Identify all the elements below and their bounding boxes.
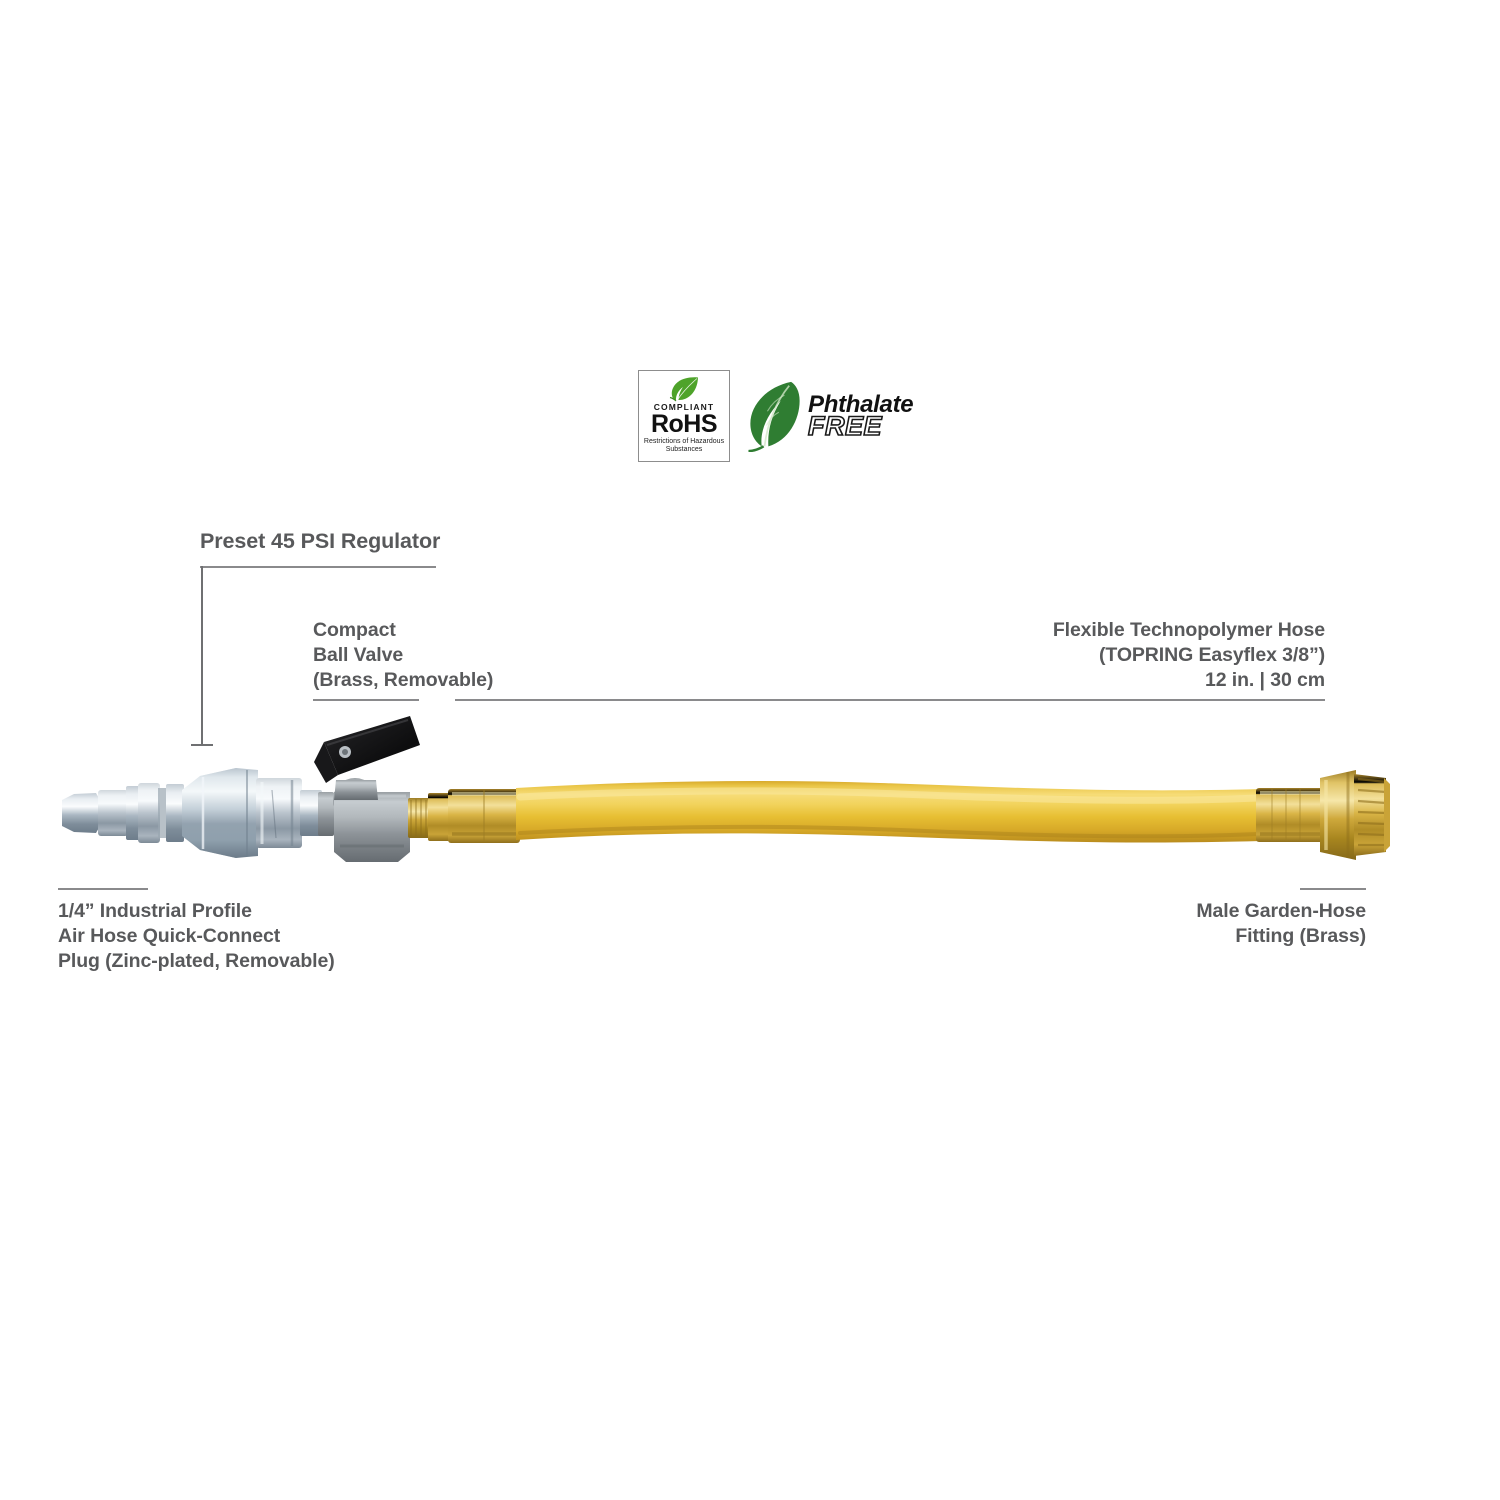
callout-garden-hose-label: Male Garden-Hose Fitting (Brass) <box>1196 900 1366 947</box>
callout-quick-connect-label: 1/4” Industrial Profile Air Hose Quick-C… <box>58 900 335 972</box>
callout-garden-hose-rule <box>1300 888 1366 890</box>
quick-connect-plug <box>62 783 168 843</box>
phthalate-line2: FREE <box>807 410 883 441</box>
rohs-subtitle: Restrictions of Hazardous Substances <box>643 437 725 453</box>
certification-badges: COMPLIANT RoHS Restrictions of Hazardous… <box>638 370 914 462</box>
callout-quick-connect-rule <box>58 888 148 890</box>
ball-valve-lever[interactable] <box>314 716 420 783</box>
leaf-icon <box>669 377 698 402</box>
callout-regulator-leader <box>201 566 203 746</box>
callout-hose-rule <box>455 699 1325 701</box>
brass-ferrule-left <box>428 789 520 843</box>
rohs-title: RoHS <box>650 409 718 438</box>
leaf-icon <box>748 381 800 452</box>
rohs-compliant-text: COMPLIANT <box>653 402 715 412</box>
phthalate-wordmark: Phthalate FREE <box>807 390 914 441</box>
phthalate-free-badge: Phthalate FREE <box>746 380 914 452</box>
callout-regulator-tick <box>191 744 213 746</box>
callout-hose-label: Flexible Technopolymer Hose (TOPRING Eas… <box>1052 619 1325 691</box>
callout-ball-valve-rule <box>313 699 419 701</box>
ball-valve <box>314 716 430 862</box>
male-garden-hose-fitting <box>1256 770 1390 860</box>
callout-regulator-label: Preset 45 PSI Regulator <box>200 529 441 553</box>
callout-ball-valve-label: Compact Ball Valve (Brass, Removable) <box>313 619 494 691</box>
preset-regulator <box>166 768 322 858</box>
technopolymer-hose <box>516 780 1262 843</box>
rohs-compliant-badge: COMPLIANT RoHS Restrictions of Hazardous… <box>638 370 730 462</box>
callout-regulator-rule <box>200 566 436 568</box>
phthalate-line1: Phthalate <box>808 390 914 418</box>
